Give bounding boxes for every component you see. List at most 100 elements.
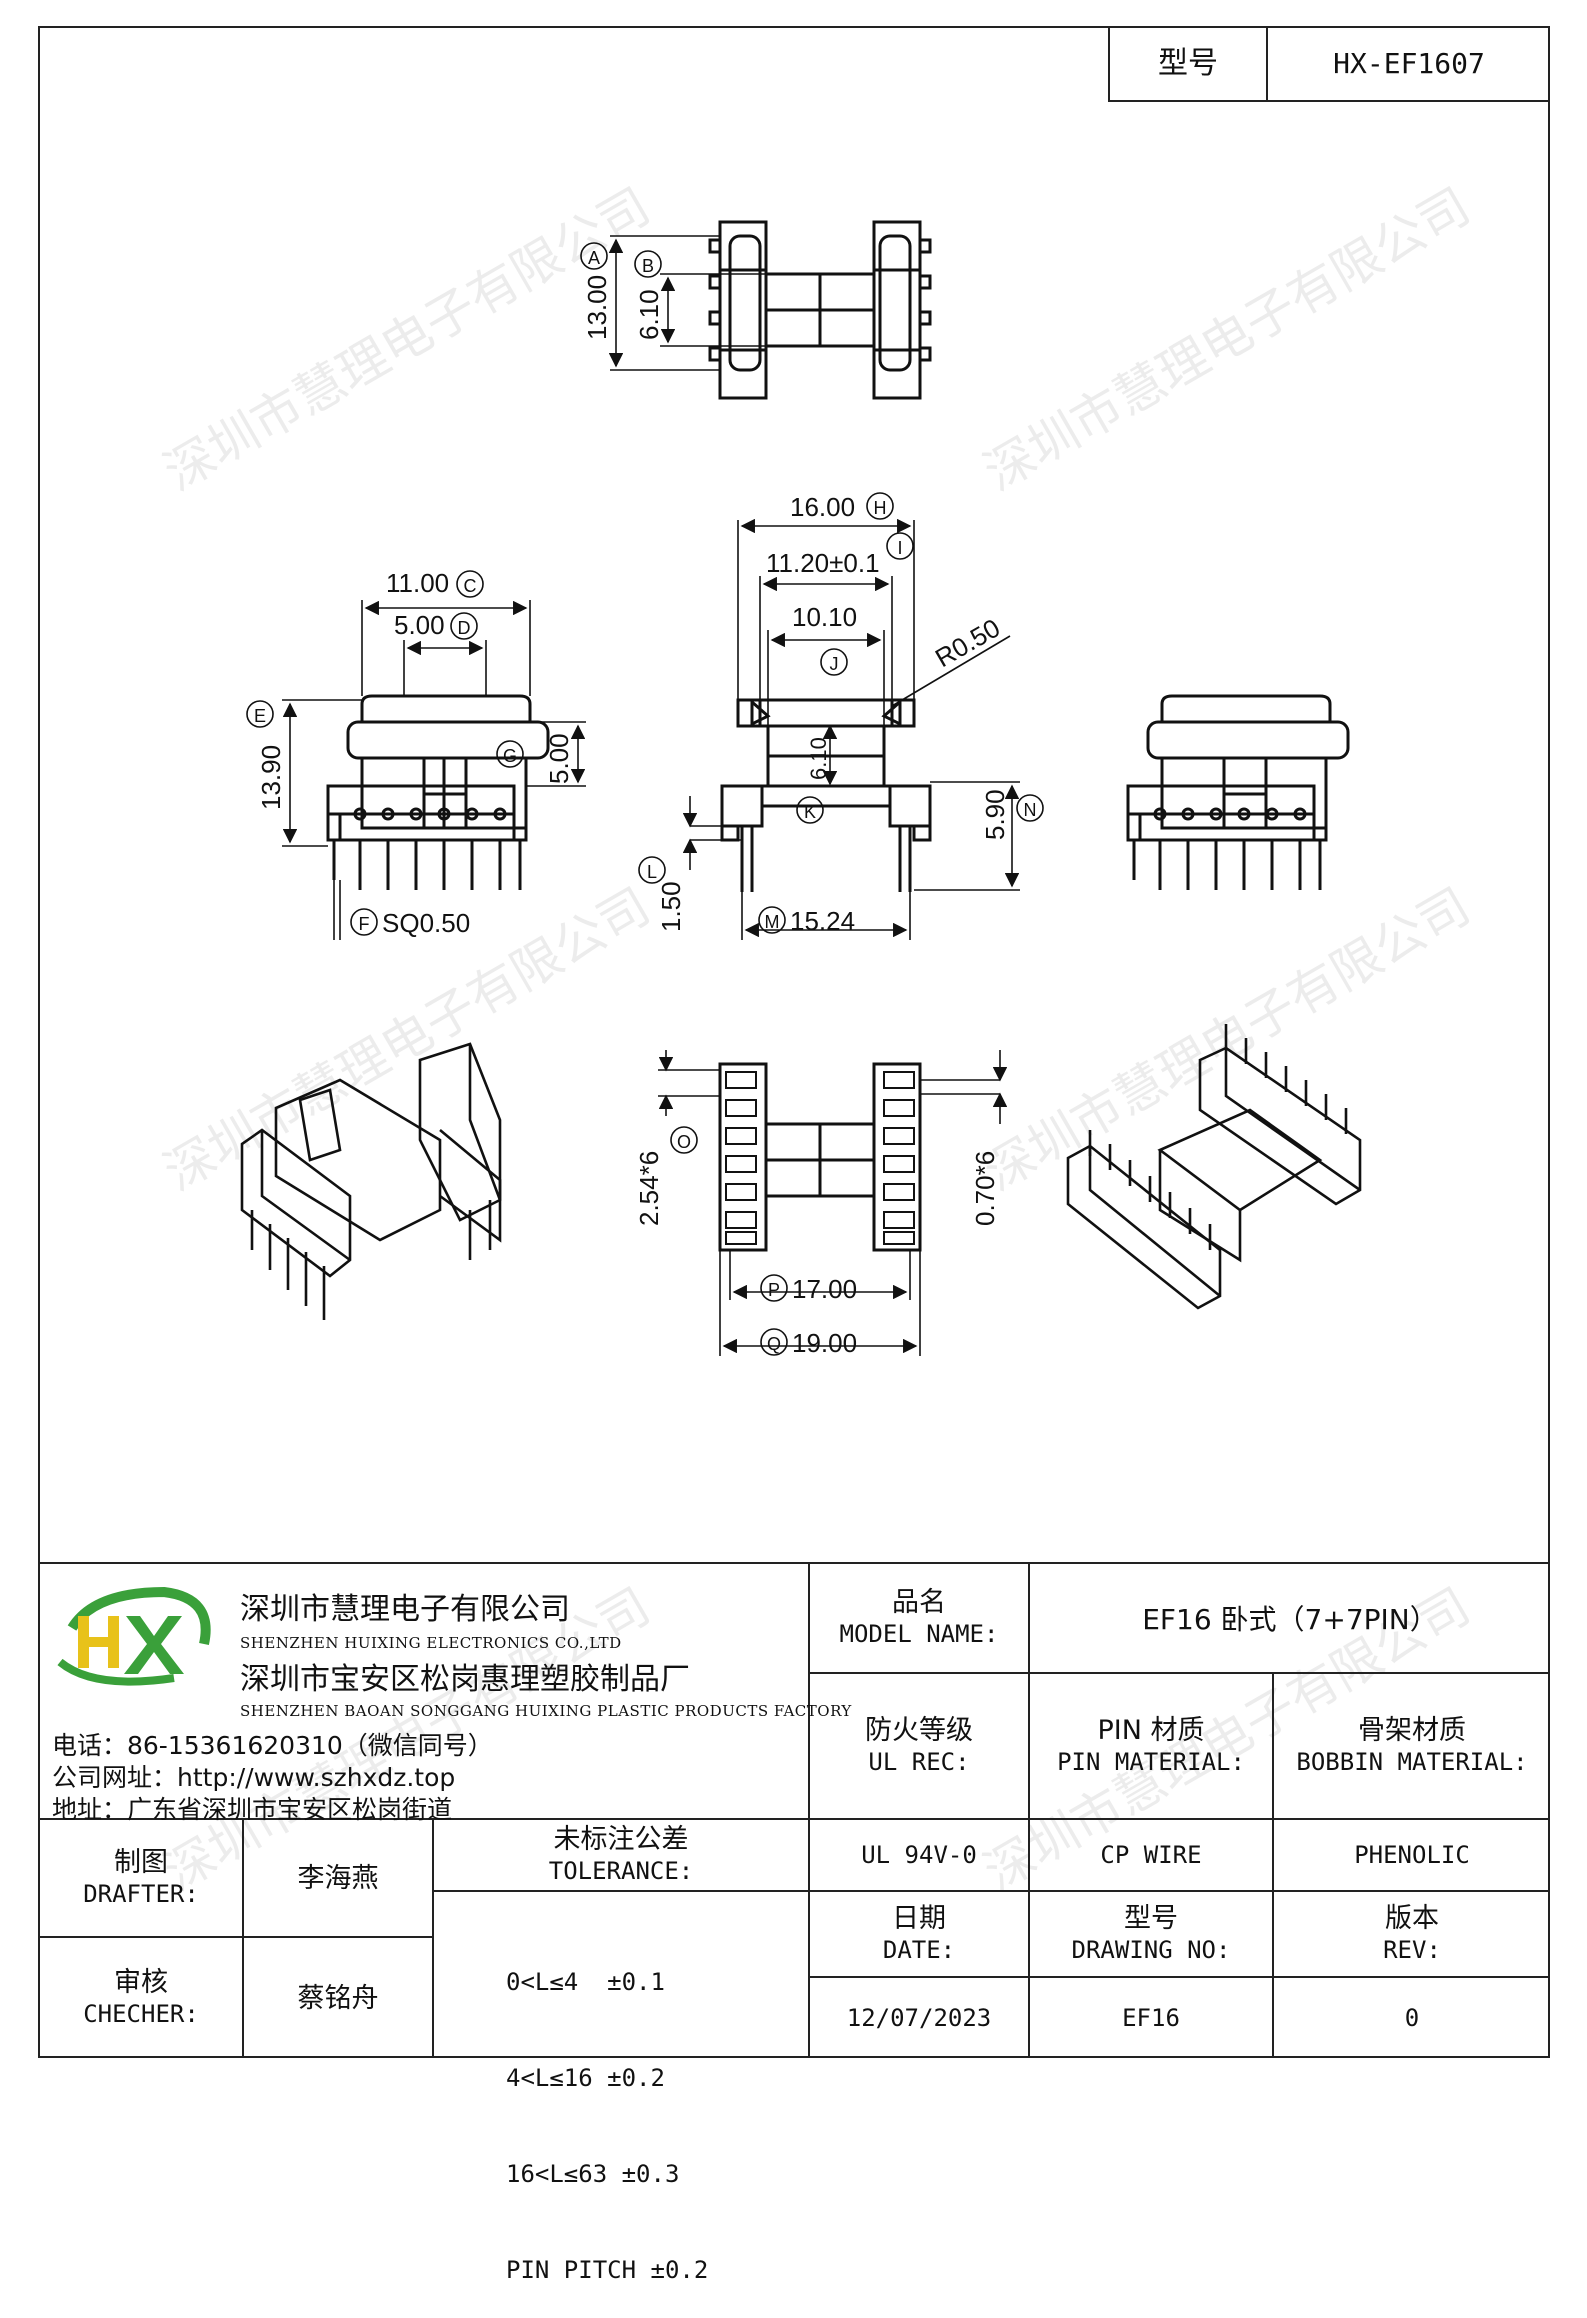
tb-line [1028, 1562, 1030, 2058]
side-view-center [720, 698, 932, 892]
bobbin-material-cn: 骨架材质 [1358, 1715, 1466, 1746]
date-label: 日期 DATE: [810, 1892, 1028, 1976]
rev-en: REV: [1383, 1936, 1441, 1964]
company-phone: 电话：86-15361620310（微信同号） [52, 1731, 493, 1760]
dim-pitch: 0.70*6 [970, 1151, 1000, 1226]
date-en: DATE: [882, 1936, 956, 1964]
drawing-no-en: DRAWING NO: [1071, 1936, 1231, 1964]
bottom-view [718, 1062, 922, 1252]
tb-line [1272, 1672, 1274, 2058]
dim-G-letter: G [503, 746, 517, 766]
dim-M: M 15.24 [758, 906, 855, 936]
tolerance-row: 4<L≤16 ±0.2 [506, 2064, 665, 2092]
dim-H-value: 16.00 [790, 492, 855, 522]
tolerance-en: TOLERANCE: [548, 1857, 694, 1885]
dim-Q: Q 19.00 [760, 1328, 857, 1358]
dim-M-value: 15.24 [790, 906, 855, 936]
tb-line [242, 1818, 244, 2058]
dim-P-value: 17.00 [792, 1274, 857, 1304]
tb-line [38, 1818, 1550, 1820]
company-logo: HX [54, 1582, 214, 1692]
drafter-cn: 制图 [114, 1847, 168, 1878]
factory-name-en: SHENZHEN BAOAN SONGGANG HUIXING PLASTIC … [240, 1702, 852, 1720]
company-address: 地址：广东省深圳市宝安区松岗街道 [52, 1795, 453, 1824]
checker-en: CHECHER: [83, 2000, 199, 2028]
dim-I-letter: I [897, 538, 902, 558]
isometric-right [1066, 1024, 1362, 1310]
fire-rating-label: 防火等级 UL REC: [810, 1674, 1028, 1818]
dim-J-letter: J [830, 654, 839, 674]
front-view-right [1126, 694, 1350, 890]
front-view-left [326, 694, 550, 890]
tb-line [432, 1818, 434, 2058]
pin-material-en: PIN MATERIAL: [1057, 1748, 1245, 1776]
rev-cn: 版本 [1385, 1903, 1439, 1934]
tolerance-table: 0<L≤4 ±0.1 4<L≤16 ±0.2 16<L≤63 ±0.3 PIN … [506, 1902, 806, 2318]
fire-rating-value: UL 94V-0 [861, 1840, 977, 1869]
top-view [708, 220, 932, 400]
tb-line [808, 1976, 1550, 1978]
drawing-no-label: 型号 DRAWING NO: [1030, 1892, 1272, 1976]
dim-A-letter: A [588, 248, 600, 268]
header-model-value: HX-EF1607 [1266, 26, 1550, 102]
model-name-label: 品名 MODEL NAME: [810, 1564, 1028, 1672]
tb-line [38, 1936, 432, 1938]
company-name-en: SHENZHEN HUIXING ELECTRONICS CO.,LTD [240, 1634, 622, 1652]
tb-line [808, 1672, 1550, 1674]
dim-J: 10.10 J [792, 602, 857, 676]
dim-F-value: SQ0.50 [382, 908, 470, 938]
dim-Q-letter: Q [767, 1334, 781, 1354]
bobbin-drawing: A 13.00 B 6.10 11.00 C 5.00 D E 13.90 F … [240, 220, 1362, 1358]
tolerance-row: 0<L≤4 ±0.1 [506, 1968, 665, 1996]
dim-L-letter: L [647, 862, 657, 882]
bobbin-material-en: BOBBIN MATERIAL: [1296, 1748, 1528, 1776]
checker-value: 蔡铭舟 [297, 1982, 379, 2014]
rev-label: 版本 REV: [1274, 1892, 1550, 1976]
pin-material-label: PIN 材质 PIN MATERIAL: [1030, 1674, 1272, 1818]
dim-R-value: R0.50 [930, 613, 1005, 674]
checker-label: 审核 CHECHER: [40, 1938, 242, 2058]
dim-D-value: 5.00 [394, 610, 445, 640]
dim-G-value: 5.00 [544, 733, 574, 784]
bobbin-material-value: PHENOLIC [1354, 1840, 1470, 1869]
rev-value: 0 [1404, 2003, 1420, 2032]
date-cn: 日期 [892, 1903, 946, 1934]
checker-cn: 审核 [114, 1967, 168, 1998]
dim-H-letter: H [874, 498, 887, 518]
dim-pitch-value: 0.70*6 [970, 1151, 1000, 1226]
dim-M-letter: M [765, 912, 780, 932]
dim-B-value: 6.10 [634, 289, 664, 340]
dim-N: 5.90 N [980, 789, 1044, 840]
dim-C-value: 11.00 [386, 568, 449, 598]
bobbin-material-label: 骨架材质 BOBBIN MATERIAL: [1274, 1674, 1550, 1818]
dim-N-value: 5.90 [980, 789, 1010, 840]
dim-G: G 5.00 [496, 733, 574, 784]
dim-L-value: 1.50 [656, 881, 686, 932]
dim-L: L 1.50 [638, 856, 686, 932]
dim-D-letter: D [458, 618, 471, 638]
drafter-en: DRAFTER: [83, 1880, 199, 1908]
drafter-label: 制图 DRAFTER: [40, 1820, 242, 1936]
dim-P-letter: P [768, 1280, 780, 1300]
dim-I: 11.20±0.1 I [766, 532, 914, 578]
drafter-value: 李海燕 [297, 1862, 379, 1894]
dim-N-letter: N [1024, 800, 1037, 820]
fire-rating-cn: 防火等级 [865, 1715, 973, 1746]
isometric-left [240, 1042, 502, 1320]
dim-I-value: 11.20±0.1 [766, 548, 880, 578]
dim-F: F SQ0.50 [350, 908, 470, 938]
tb-line [432, 1890, 808, 1892]
tolerance-cn: 未标注公差 [553, 1824, 689, 1855]
dim-K-value: 6.10 [806, 737, 831, 780]
model-name-cn: 品名 [892, 1587, 946, 1618]
tolerance-label: 未标注公差 TOLERANCE: [434, 1820, 808, 1890]
model-name-en: MODEL NAME: [839, 1620, 999, 1648]
dim-B: B 6.10 [634, 250, 664, 340]
dim-E: E 13.90 [246, 700, 286, 810]
model-name-value: EF16 卧式（7+7PIN） [1142, 1603, 1438, 1636]
dim-P: P 17.00 [760, 1274, 857, 1304]
tb-line [38, 1562, 1550, 1564]
tb-line [808, 1562, 810, 2058]
fire-rating-en: UL REC: [868, 1748, 970, 1776]
dim-A-value: 13.00 [582, 275, 612, 340]
